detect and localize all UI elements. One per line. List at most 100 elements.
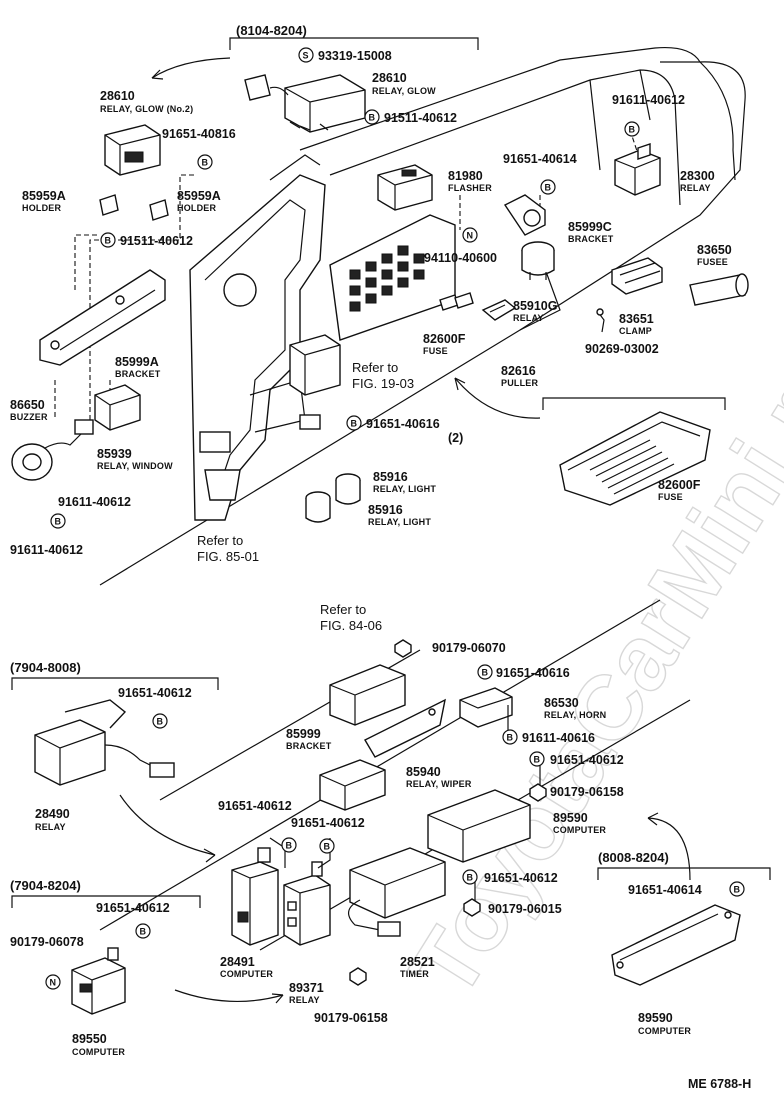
part-number: 28521 (400, 955, 435, 969)
range-bracket-fuse (542, 397, 726, 410)
horn-relay (459, 687, 513, 728)
fastener-number: 91511-40612 (384, 111, 457, 125)
fastener-number: 91651-40614 (628, 883, 702, 897)
svg-text:B: B (482, 668, 489, 678)
light-relay-1 (335, 473, 361, 505)
part-number: 85940 (406, 765, 441, 779)
part-number: 85999 (286, 727, 321, 741)
svg-text:B: B (734, 885, 741, 895)
part-name: COMPUTER (638, 1026, 691, 1036)
part-name: HOLDER (177, 203, 216, 213)
bracket-85999a (39, 269, 166, 366)
glow-relay-no2 (104, 124, 161, 176)
part-name: FUSE (423, 346, 448, 356)
bracket-plate (189, 154, 326, 521)
fastener-number: 91611-40612 (10, 543, 83, 557)
fastener-number: 91651-40612 (96, 901, 170, 915)
part-number: 85910G (513, 299, 557, 313)
part-number: 82600F (423, 332, 466, 346)
part-name: RELAY (35, 822, 66, 832)
module-fig84 (329, 664, 406, 726)
range-label-2: (7904-8008) (10, 660, 81, 675)
part-name: RELAY, GLOW (372, 86, 436, 96)
svg-text:B: B (351, 419, 358, 429)
fastener-number: 91651-40816 (162, 127, 236, 141)
svg-text:B: B (534, 755, 541, 765)
part-number: 85999C (568, 220, 612, 234)
badge-b-icon: B (152, 713, 168, 729)
svg-text:N: N (50, 978, 57, 988)
puller (481, 299, 517, 321)
glow-relay (244, 74, 366, 133)
badge-b-icon: B (502, 729, 518, 745)
svg-text:B: B (324, 842, 331, 852)
badge-n-icon: N (45, 974, 61, 990)
ref-fig85-line1: Refer to (197, 533, 243, 548)
part-name: FLASHER (448, 183, 492, 193)
fastener-number: 91611-40616 (522, 731, 595, 745)
range-label-4: (8008-8204) (598, 850, 669, 865)
part-name: COMPUTER (72, 1047, 125, 1057)
part-number: 89590 (638, 1011, 673, 1025)
fastener-number: 90179-06158 (314, 1011, 388, 1025)
fastener-number: 91651-40612 (550, 753, 624, 767)
part-number: 85999A (115, 355, 159, 369)
svg-text:B: B (545, 183, 552, 193)
buzzer (11, 419, 94, 481)
qty-label: (2) (448, 431, 463, 445)
computer-89590b (611, 904, 741, 986)
badge-b-icon: B (729, 881, 745, 897)
part-number: 28610 (372, 71, 407, 85)
part-name: RELAY (680, 183, 711, 193)
holder-1 (99, 194, 119, 216)
part-name: BRACKET (568, 234, 614, 244)
fastener-number: 91611-40612 (612, 93, 685, 107)
nut-icon (463, 898, 481, 917)
fuse-82600f (439, 292, 474, 311)
arrows-upper (151, 57, 541, 419)
svg-text:B: B (202, 158, 209, 168)
nut-icon (349, 967, 367, 986)
fusee (689, 273, 749, 306)
fastener-number: 91651-40612 (484, 871, 558, 885)
part-name: RELAY, LIGHT (368, 517, 431, 527)
range-bracket-1 (229, 37, 479, 50)
badge-b-icon: B (462, 869, 478, 885)
part-name: TIMER (400, 969, 429, 979)
badge-n-icon: N (462, 227, 478, 243)
arrows-lower (119, 794, 691, 1004)
fastener-number: 91651-40616 (496, 666, 570, 680)
part-name: FUSE (658, 492, 683, 502)
part-number: 85959A (177, 189, 221, 203)
badge-b-icon: B (364, 109, 380, 125)
badge-b-icon: B (540, 179, 556, 195)
badge-b-icon: B (477, 664, 493, 680)
ref-fig84-line1: Refer to (320, 602, 366, 617)
part-number: 85959A (22, 189, 66, 203)
part-number: 89590 (553, 811, 588, 825)
range-bracket-4 (597, 867, 771, 880)
part-number: 89550 (72, 1032, 107, 1046)
computer-28491 (231, 847, 279, 946)
part-number: 89371 (289, 981, 324, 995)
fastener-number: 90269-03002 (585, 342, 659, 356)
svg-text:N: N (467, 231, 474, 241)
timer-28521 (348, 847, 446, 937)
vehicle-outline (99, 46, 746, 586)
fastener-number: 91651-40612 (218, 799, 292, 813)
badge-b-icon: B (529, 751, 545, 767)
ref-fig19-line1: Refer to (352, 360, 398, 375)
fastener-number: 91611-40612 (58, 495, 131, 509)
part-number: 86650 (10, 398, 45, 412)
badge-s-icon: S (298, 47, 314, 63)
svg-text:B: B (629, 125, 636, 135)
part-name: HOLDER (22, 203, 61, 213)
fastener-number: 90179-06158 (550, 785, 624, 799)
relay-28300 (614, 143, 661, 196)
range-bracket-2 (11, 677, 219, 690)
fuse-panel (329, 214, 456, 341)
relay-85910g (521, 241, 555, 280)
part-name: BUZZER (10, 412, 48, 422)
fastener-number: 93319-15008 (318, 49, 392, 63)
